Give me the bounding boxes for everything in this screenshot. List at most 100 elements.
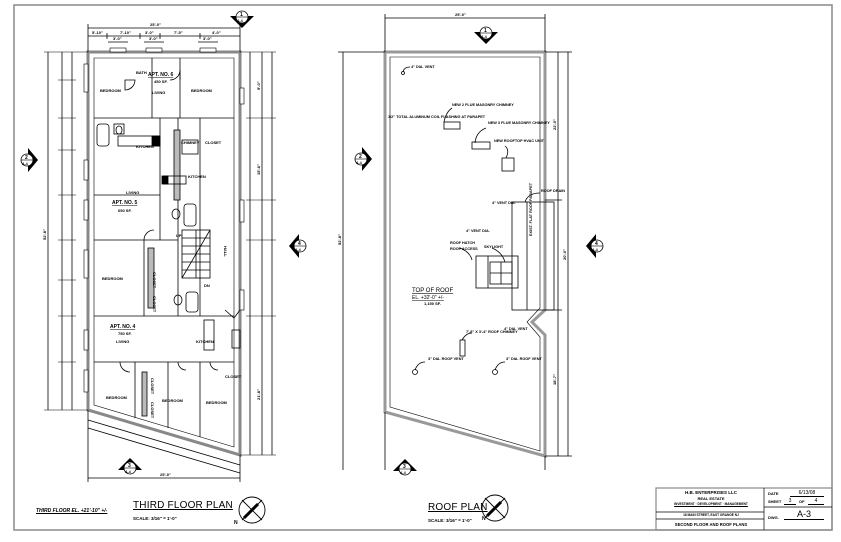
svg-text:4: 4 xyxy=(298,241,301,247)
room-label: CHIMNEY xyxy=(181,140,200,145)
room-label: KITCHEN xyxy=(188,174,206,179)
room-label: 650 SF. xyxy=(118,208,132,213)
svg-text:4: 4 xyxy=(595,241,598,247)
dimension-label: 20'-0" xyxy=(562,249,567,260)
room-label: CLOSET xyxy=(150,402,155,419)
roof-note: 7'-8" X 3'-4" ROOF CHIMNEY xyxy=(466,330,518,334)
roof-plan xyxy=(338,14,572,470)
roof-note: 1/2" TOTAL ALUMINUM COIL FLASHING AT PAR… xyxy=(388,115,486,119)
drawing-number: A-3 xyxy=(784,509,824,520)
svg-text:A-4: A-4 xyxy=(592,248,598,252)
dimension-label: 7'-10" xyxy=(120,30,131,35)
svg-text:A-4: A-4 xyxy=(295,248,301,252)
room-label: LIVING xyxy=(116,339,129,344)
dimension-label: 3'-0" xyxy=(145,30,154,35)
dimension-label: 3'-0" xyxy=(113,36,122,41)
roof-note: 3" DIA. ROOF VENT xyxy=(428,357,464,361)
roof-area: 1,150 SF. xyxy=(424,301,441,306)
roof-note: NEW 3 FLUE MASONRY CHIMNEY xyxy=(488,121,550,125)
room-label: HALL xyxy=(223,246,228,257)
third-floor-plan-scale: SCALE: 3/16" = 1'-0" xyxy=(133,516,177,521)
roof-note: ROOF ACCESS xyxy=(450,247,478,251)
dimension-label: 4'-0" xyxy=(212,30,221,35)
of-label: OF xyxy=(799,499,805,504)
room-label: KITCHEN xyxy=(196,339,214,344)
svg-text:A-4: A-4 xyxy=(356,161,362,165)
room-label: BEDROOM xyxy=(102,276,124,281)
project-address: 18 MAIN STREET, EAST ORANGE NJ xyxy=(683,513,739,517)
dimension-label: 7'-5" xyxy=(174,30,183,35)
roof-section-marker-bottom: 3 A-4 xyxy=(393,459,417,476)
svg-text:2: 2 xyxy=(359,154,362,160)
roof-plan-scale: SCALE: 3/16" = 1'-0" xyxy=(428,518,472,523)
section-marker-left: 2 A-4 xyxy=(20,148,38,172)
dimension-label: 25'-0" xyxy=(160,472,171,477)
company-name: H.B. ENTERPRISES LLC xyxy=(684,490,737,495)
room-label: CLOSET xyxy=(152,272,157,289)
svg-text:3: 3 xyxy=(403,464,406,470)
sheet-border xyxy=(13,4,833,531)
section-marker-right: 4 A-4 xyxy=(289,234,307,258)
room-label: LIVING xyxy=(126,190,139,195)
dimension-label: 9'-0" xyxy=(256,81,261,90)
room-label: CLOSET xyxy=(150,378,155,395)
dimension-label: 18'-7" xyxy=(552,374,557,385)
roof-note: ROOF DRAIN xyxy=(541,189,565,193)
date-value: 6/13/08 xyxy=(790,490,824,497)
roof-note: NEW ROOFTOP HVAC UNIT xyxy=(494,139,545,143)
svg-text:2: 2 xyxy=(25,155,28,161)
company-services: INVESTMENT · DEVELOPMENT · MANAGEMENT xyxy=(674,502,748,506)
svg-text:A-4: A-4 xyxy=(125,470,131,474)
room-label: BEDROOM xyxy=(191,88,213,93)
svg-text:N: N xyxy=(482,516,486,522)
sheet-number: 3 xyxy=(784,498,796,505)
room-label: 450 SF. xyxy=(154,79,168,84)
room-label: APT. NO. 6 xyxy=(148,72,174,78)
roof-note: ROOF HATCH xyxy=(450,241,475,245)
roof-parapet xyxy=(383,50,547,458)
svg-text:A-4: A-4 xyxy=(22,162,28,166)
roof-note: 4" VENT DIA. xyxy=(492,201,516,205)
third-floor-plan xyxy=(44,24,276,482)
roof-note: NEW 2 FLUE MASONRY CHIMNEY xyxy=(452,103,514,107)
top-of-roof-label: TOP OF ROOF xyxy=(412,288,453,294)
north-arrow-icon: N xyxy=(481,494,509,522)
sheet-total: 4 xyxy=(808,498,824,505)
room-label: BEDROOM xyxy=(206,400,228,405)
dwg-label: DWG. xyxy=(768,515,779,520)
roof-plan-title: ROOF PLAN xyxy=(428,502,488,513)
dimension-label: 52'-8" xyxy=(42,229,47,240)
roof-note: SKYLIGHT xyxy=(484,245,504,249)
dimension-label: 15'-6" xyxy=(256,164,261,175)
date-label: DATE xyxy=(768,491,779,496)
room-label: BEDROOM xyxy=(100,88,122,93)
dimension-label: 25'-0" xyxy=(150,22,161,27)
roof-section-marker-left: 2 A-4 xyxy=(354,147,372,171)
drawing-title: SECOND FLOOR AND ROOF PLANS xyxy=(674,522,748,527)
room-label: DN xyxy=(204,283,210,288)
dimension-label: 21'-8" xyxy=(256,389,261,400)
room-label: BEDROOM xyxy=(162,398,184,403)
top-of-roof-elevation: EL. +32'-0" +/- xyxy=(412,295,444,301)
roof-note: 4" VENT DIA. xyxy=(466,229,490,233)
room-label: APT. NO. 4 xyxy=(110,324,136,330)
dimension-label: 25'-0" xyxy=(455,12,466,17)
dimension-label: 22'-0" xyxy=(552,119,557,130)
roof-note: 4" DIA. VENT xyxy=(504,327,528,331)
roof-section-marker-right: 4 A-4 xyxy=(586,234,604,258)
roof-section-marker-top: 1 A-4 xyxy=(474,26,498,44)
room-label: CLOSET xyxy=(225,374,242,379)
roof-note: 3" DIA. ROOF VENT xyxy=(506,357,542,361)
third-floor-elevation: THIRD FLOOR EL. +21'-10" +/- xyxy=(36,508,108,514)
svg-text:1: 1 xyxy=(240,12,243,18)
dimension-label: 5'-10" xyxy=(92,30,103,35)
svg-text:3: 3 xyxy=(128,463,131,469)
company-sub: REAL ESTATE xyxy=(697,496,725,501)
svg-text:1: 1 xyxy=(484,28,487,34)
room-label: 750 SF. xyxy=(118,331,132,336)
room-label: APT. NO. 5 xyxy=(112,200,138,206)
svg-text:A-4: A-4 xyxy=(400,471,406,475)
room-label: CLOSET xyxy=(205,140,222,145)
sheet-label: SHEET xyxy=(768,499,782,504)
